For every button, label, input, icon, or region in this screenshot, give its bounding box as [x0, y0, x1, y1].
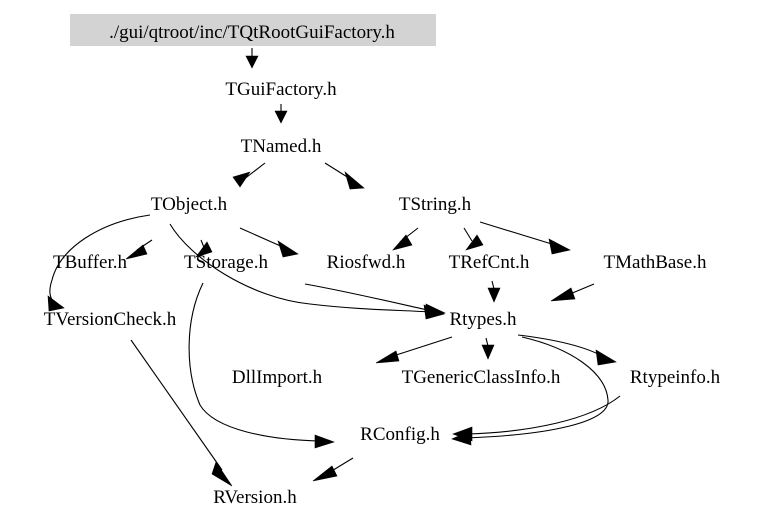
edge-tbuffer-to-tobject [125, 239, 153, 260]
edge-tstorage-to-rconfig [188, 282, 335, 449]
edge-trefcnt-to-rtypes [487, 280, 501, 303]
node-tstring[interactable]: TString.h [399, 194, 472, 215]
edge-tobject-to-tversioncheck [47, 214, 151, 312]
edge-tstring-to-riosfwd [392, 227, 419, 251]
node-tmathbase[interactable]: TMathBase.h [604, 252, 707, 273]
edge-layer [47, 48, 621, 487]
edge-rtypes-to-dllimport [375, 336, 453, 364]
edge-tnamed-to-tobject [232, 162, 266, 188]
edge-tmathbase-to-rtypes [550, 283, 595, 302]
node-tnamed[interactable]: TNamed.h [241, 136, 322, 157]
node-trefcnt[interactable]: TRefCnt.h [449, 252, 530, 273]
node-rtypes[interactable]: Rtypes.h [449, 309, 517, 330]
node-rversion[interactable]: RVersion.h [213, 487, 297, 508]
edge-tstring-to-tmathbase [479, 221, 571, 255]
edge-riosfwd-to-rtypes [304, 283, 446, 319]
node-root[interactable]: ./gui/qtroot/inc/TQtRootGuiFactory.h [109, 22, 395, 43]
node-tbuffer[interactable]: TBuffer.h [53, 252, 128, 273]
node-rconfig[interactable]: RConfig.h [360, 424, 440, 445]
edge-rtypeinfo-to-rconfig [452, 395, 621, 442]
edge-root-to-tguifactory [245, 48, 259, 69]
edge-tstring-to-trefcnt [463, 227, 484, 251]
edge-rtypes-to-tgeneric [481, 337, 495, 360]
node-tstorage[interactable]: TStorage.h [184, 252, 268, 273]
node-tgenericclassinfo[interactable]: TGenericClassInfo.h [402, 367, 561, 388]
edge-tguifactory-to-tnamed [274, 104, 288, 124]
edge-rconfig-to-rversion [312, 457, 354, 482]
node-riosfwd[interactable]: Riosfwd.h [327, 252, 406, 273]
edge-tstorage-to-tobject [195, 239, 213, 258]
node-tobject[interactable]: TObject.h [151, 194, 228, 215]
edge-tnamed-to-tstring [324, 162, 365, 190]
node-rtypeinfo[interactable]: Rtypeinfo.h [630, 367, 721, 388]
edge-tversioncheck-to-rversion [130, 339, 233, 487]
node-dllimport[interactable]: DllImport.h [232, 367, 323, 388]
node-tversioncheck[interactable]: TVersionCheck.h [44, 309, 177, 330]
node-layer: ./gui/qtroot/inc/TQtRootGuiFactory.h TGu… [44, 22, 721, 508]
root-node-highlight-box [70, 14, 436, 46]
edge-rtypes-to-rtypeinfo [517, 334, 617, 366]
node-tguifactory[interactable]: TGuiFactory.h [225, 79, 337, 100]
edge-tobject-to-riosfwd [239, 227, 299, 258]
